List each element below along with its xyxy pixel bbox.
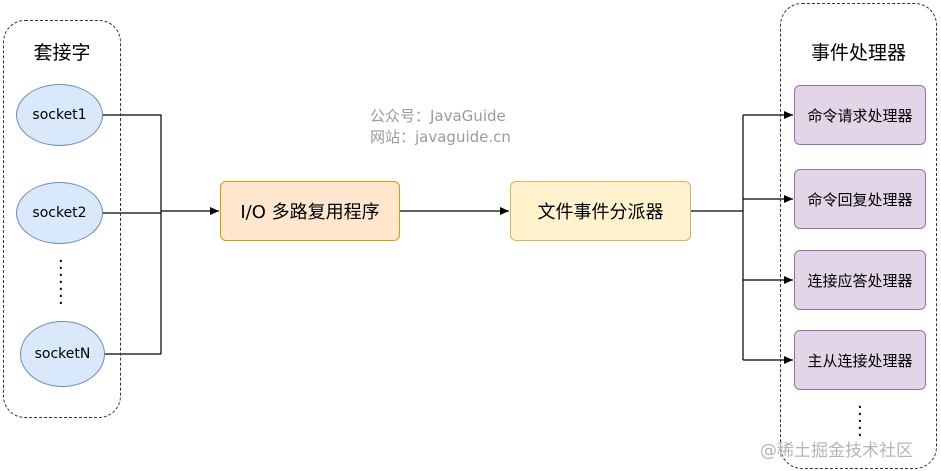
watermark-text: 公众号：JavaGuide 网站：javaguide.cn [370, 106, 511, 148]
handlers-ellipsis: ····· [857, 397, 863, 446]
socket1-connector [103, 114, 162, 354]
footer-watermark: @稀土掘金技术社区 [760, 441, 913, 461]
handler-command-reply: 命令回复处理器 [794, 169, 926, 229]
socket2-node: socket2 [16, 182, 103, 244]
handler-connection-accept: 连接应答处理器 [794, 250, 926, 310]
watermark-line-2: 网站：javaguide.cn [370, 128, 511, 146]
sockets-group-title: 套接字 [33, 42, 91, 64]
handler-command-request: 命令请求处理器 [794, 85, 926, 145]
sockets-ellipsis: ······· [58, 251, 64, 314]
event-dispatcher-box: 文件事件分派器 [510, 181, 691, 241]
handler-master-slave: 主从连接处理器 [794, 330, 926, 390]
handlers-group [780, 3, 937, 469]
watermark-line-1: 公众号：JavaGuide [370, 107, 506, 125]
sockets-group [3, 20, 121, 418]
socketN-node: socketN [20, 321, 105, 387]
io-multiplexer-box: I/O 多路复用程序 [220, 181, 400, 241]
socket1-node: socket1 [16, 84, 103, 146]
handlers-group-title: 事件处理器 [810, 42, 906, 64]
